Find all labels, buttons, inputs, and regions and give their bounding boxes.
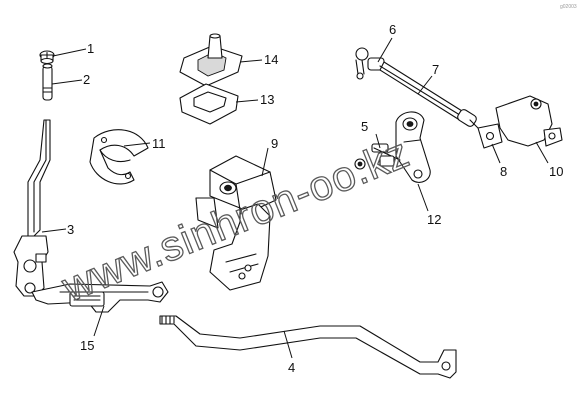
part-6-ball-joint	[355, 47, 385, 80]
callout-labels: 1 2 3 4 5 6 7 8 9 10 11 12 13 14 15	[67, 22, 563, 375]
callout-6: 6	[389, 22, 396, 37]
callout-10: 10	[549, 164, 563, 179]
part-14-boot	[179, 33, 243, 87]
callout-8: 8	[500, 164, 507, 179]
callout-14: 14	[264, 52, 278, 67]
callout-13: 13	[260, 92, 274, 107]
callout-4: 4	[288, 360, 295, 375]
callout-15: 15	[80, 338, 94, 353]
part-11-curved-guide	[89, 129, 149, 185]
part-12-bellcrank	[395, 111, 431, 183]
part-2-pin	[42, 63, 53, 101]
callout-7: 7	[432, 62, 439, 77]
part-15-pedal-arm	[31, 281, 169, 313]
callout-11: 11	[152, 136, 166, 151]
leader-lines	[41, 37, 549, 359]
part-7-tie-rod	[379, 61, 477, 127]
callout-9: 9	[271, 136, 278, 151]
part-3-shift-lever	[13, 119, 51, 297]
callout-12: 12	[427, 212, 441, 227]
callout-2: 2	[83, 72, 90, 87]
part-1-screw	[39, 50, 55, 65]
callout-1: 1	[87, 41, 94, 56]
part-5-bolt	[354, 143, 401, 170]
part-8-clevis	[469, 119, 503, 149]
callout-3: 3	[67, 222, 74, 237]
part-13-gasket	[179, 83, 239, 125]
part-4-rod	[159, 315, 457, 379]
corner-code: g02003	[560, 4, 577, 10]
part-10-lever-arm	[495, 95, 563, 147]
callout-5: 5	[361, 119, 368, 134]
part-9-bracket	[195, 155, 277, 291]
